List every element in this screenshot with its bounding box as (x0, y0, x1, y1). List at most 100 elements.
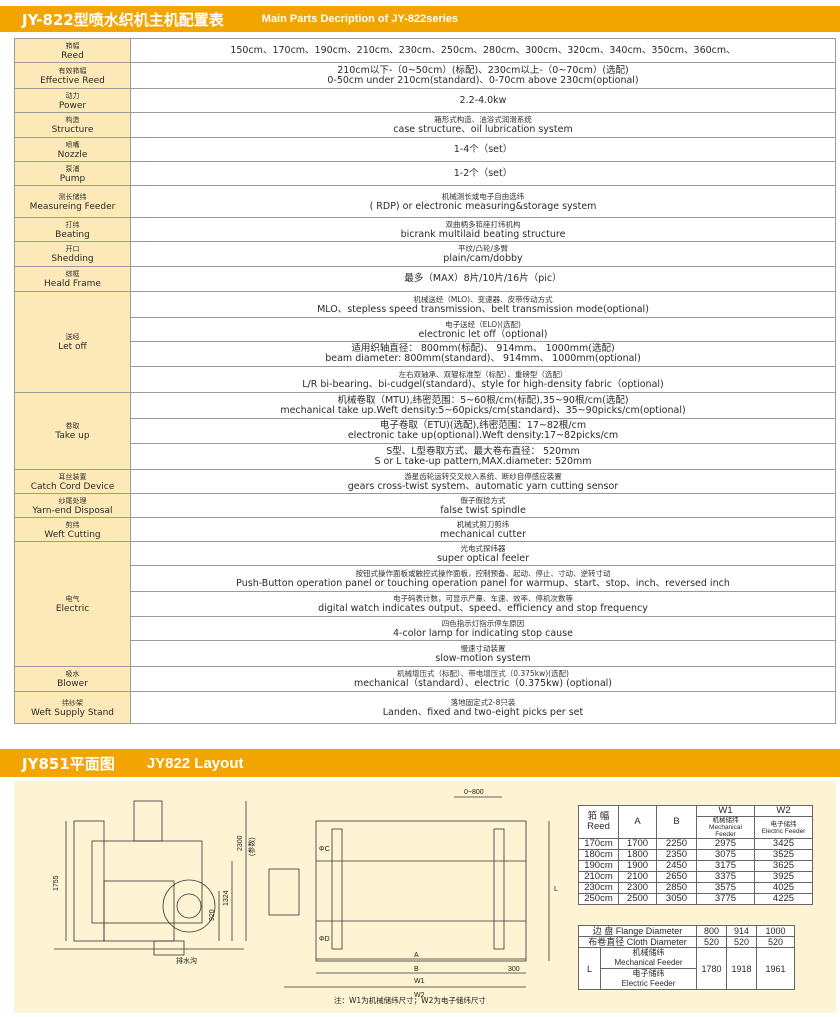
spec-label-cn: 动力 (65, 91, 80, 100)
dim-cell: 2450 (656, 860, 697, 872)
dim-cell: 210cm (578, 871, 619, 883)
plan-side-right (493, 828, 505, 950)
dim-cell: 3050 (656, 893, 697, 905)
layout-note: 注：W1为机械储纬尺寸；W2为电子储纬尺寸 (334, 996, 486, 1005)
layout-section: 排水沟 1755 920 1324 2300 (参数) 0~800 ΦC ΦD … (14, 781, 836, 1013)
dim-cell: 3625 (754, 860, 813, 872)
spec-value-cn: 光电式探纬器 (460, 543, 506, 553)
elec-feeder-cn: 电子储纬 (632, 969, 665, 978)
dim-1324: 1324 (223, 890, 230, 906)
flange-label: 边 盘 Flange Diameter (578, 925, 697, 937)
layout-header-cn: JY851平面图 (22, 754, 115, 773)
dim-cell: 2500 (618, 893, 657, 905)
layout-header-banner: JY851平面图 JY822 Layout (0, 749, 840, 777)
spec-value-en: 适用织轴直径： 800mm(标配)、 914mm、 1000mm(选配) (351, 343, 615, 354)
spec-label-cn: 耳丝装置 (58, 472, 87, 481)
spec-label-en: Effective Reed (40, 75, 105, 86)
spec-value: 机械测长或电子自由选纬( RDP) or electronic measurin… (130, 185, 836, 218)
spec-value-en: gears cross-twist system、automatic yarn … (347, 480, 619, 492)
spec-value-en: bicrank multilaid beating structure (400, 228, 566, 240)
spec-value-en: 电子卷取（ETU)(选配),纬密范围：17~82根/cm (379, 420, 587, 431)
dim-1755: 1755 (53, 875, 60, 891)
dim-head-b: B (656, 805, 697, 839)
spec-label-en: Shedding (51, 254, 94, 264)
spec-label-en: Reed (61, 50, 84, 61)
spec-value-cn: 电子码表计数，可显示产量、车速、效率、停机次数等 (393, 594, 573, 603)
label-b: B (414, 966, 419, 973)
plan-outline (315, 820, 527, 962)
dim-cell: 4025 (754, 882, 813, 894)
spec-value-en: 最多（MAX）8片/10片/16片（pic） (404, 273, 562, 284)
spec-value: 最多（MAX）8片/10片/16片（pic） (130, 266, 836, 292)
mech-feeder-cn: 机械储纬 (632, 948, 665, 957)
cloth-label: 布卷直径 Cloth Diameter (578, 936, 697, 948)
spec-value-cn: 左右双轴承、双辊标准型（标配）、重磅型（选配） (398, 369, 568, 379)
spec-label-cn: 吸水 (65, 670, 80, 678)
spec-value-cn: 机械增压式（标配）、带电增压式（0.375kw)(选配) (397, 669, 569, 678)
spec-value-cn: 慢速寸动装置 (460, 643, 506, 653)
label-w2: W2 (414, 992, 425, 999)
dim-cell: 2650 (656, 871, 697, 883)
spec-value-en: super optical feeler (436, 552, 530, 564)
cloth-2: 520 (726, 936, 757, 948)
spec-row: 适用织轴直径： 800mm(标配)、 914mm、 1000mm(选配)beam… (15, 341, 836, 367)
spec-value-cn: 双曲柄多筘座打纬机构 (445, 219, 521, 229)
frame-outline (91, 840, 203, 924)
spec-label-cn: 测长储纬 (58, 192, 87, 201)
spec-value-en: plain/cam/dobby (443, 253, 523, 264)
dim-head-w1: W1 (696, 805, 755, 817)
dim-cell: 170cm (578, 838, 619, 850)
spec-label-en: Take up (55, 431, 90, 441)
dim-cell: 2350 (656, 849, 697, 861)
label-w1: W1 (414, 978, 425, 985)
top-unit (133, 800, 163, 842)
spec-value: 左右双轴承、双辊标准型（标配）、重磅型（选配）L/R bi-bearing、bi… (130, 366, 836, 393)
spec-value-en: slow-motion system (435, 652, 531, 664)
spec-label-en: Pump (59, 173, 86, 184)
dim-cell: 2975 (696, 838, 755, 850)
spec-value-en: mechanical cutter (440, 528, 526, 540)
spec-header-cn: JY-822型喷水织机主机配置表 (22, 10, 224, 29)
spec-label-en: Catch Cord Device (30, 481, 115, 492)
spec-value-en: ( RDP) or electronic measuring&storage s… (369, 200, 597, 212)
spec-label-en: Nozzle (57, 149, 88, 160)
spec-value-en: false twist spindle (440, 504, 526, 516)
spec-value-en2: 0-50cm under 210cm(standard)、0-70cm abov… (327, 74, 639, 86)
spec-value-en2: electronic take up(optional).Weft densit… (347, 430, 619, 441)
spec-value: 电子送经（ELO)(选配)electronic let off（optional… (130, 317, 836, 342)
dim-2300: 2300 (237, 835, 244, 851)
spec-label-cn: 纬纱架 (62, 698, 83, 707)
spec-label-en: Beating (55, 229, 90, 240)
spec-value: 1-2个（set） (130, 161, 836, 186)
cloth-3: 520 (756, 936, 795, 948)
spec-value-en: digital watch indicates output、speed、eff… (318, 603, 648, 614)
dim-0800: 0~800 (464, 789, 484, 796)
label-300: 300 (508, 966, 520, 973)
